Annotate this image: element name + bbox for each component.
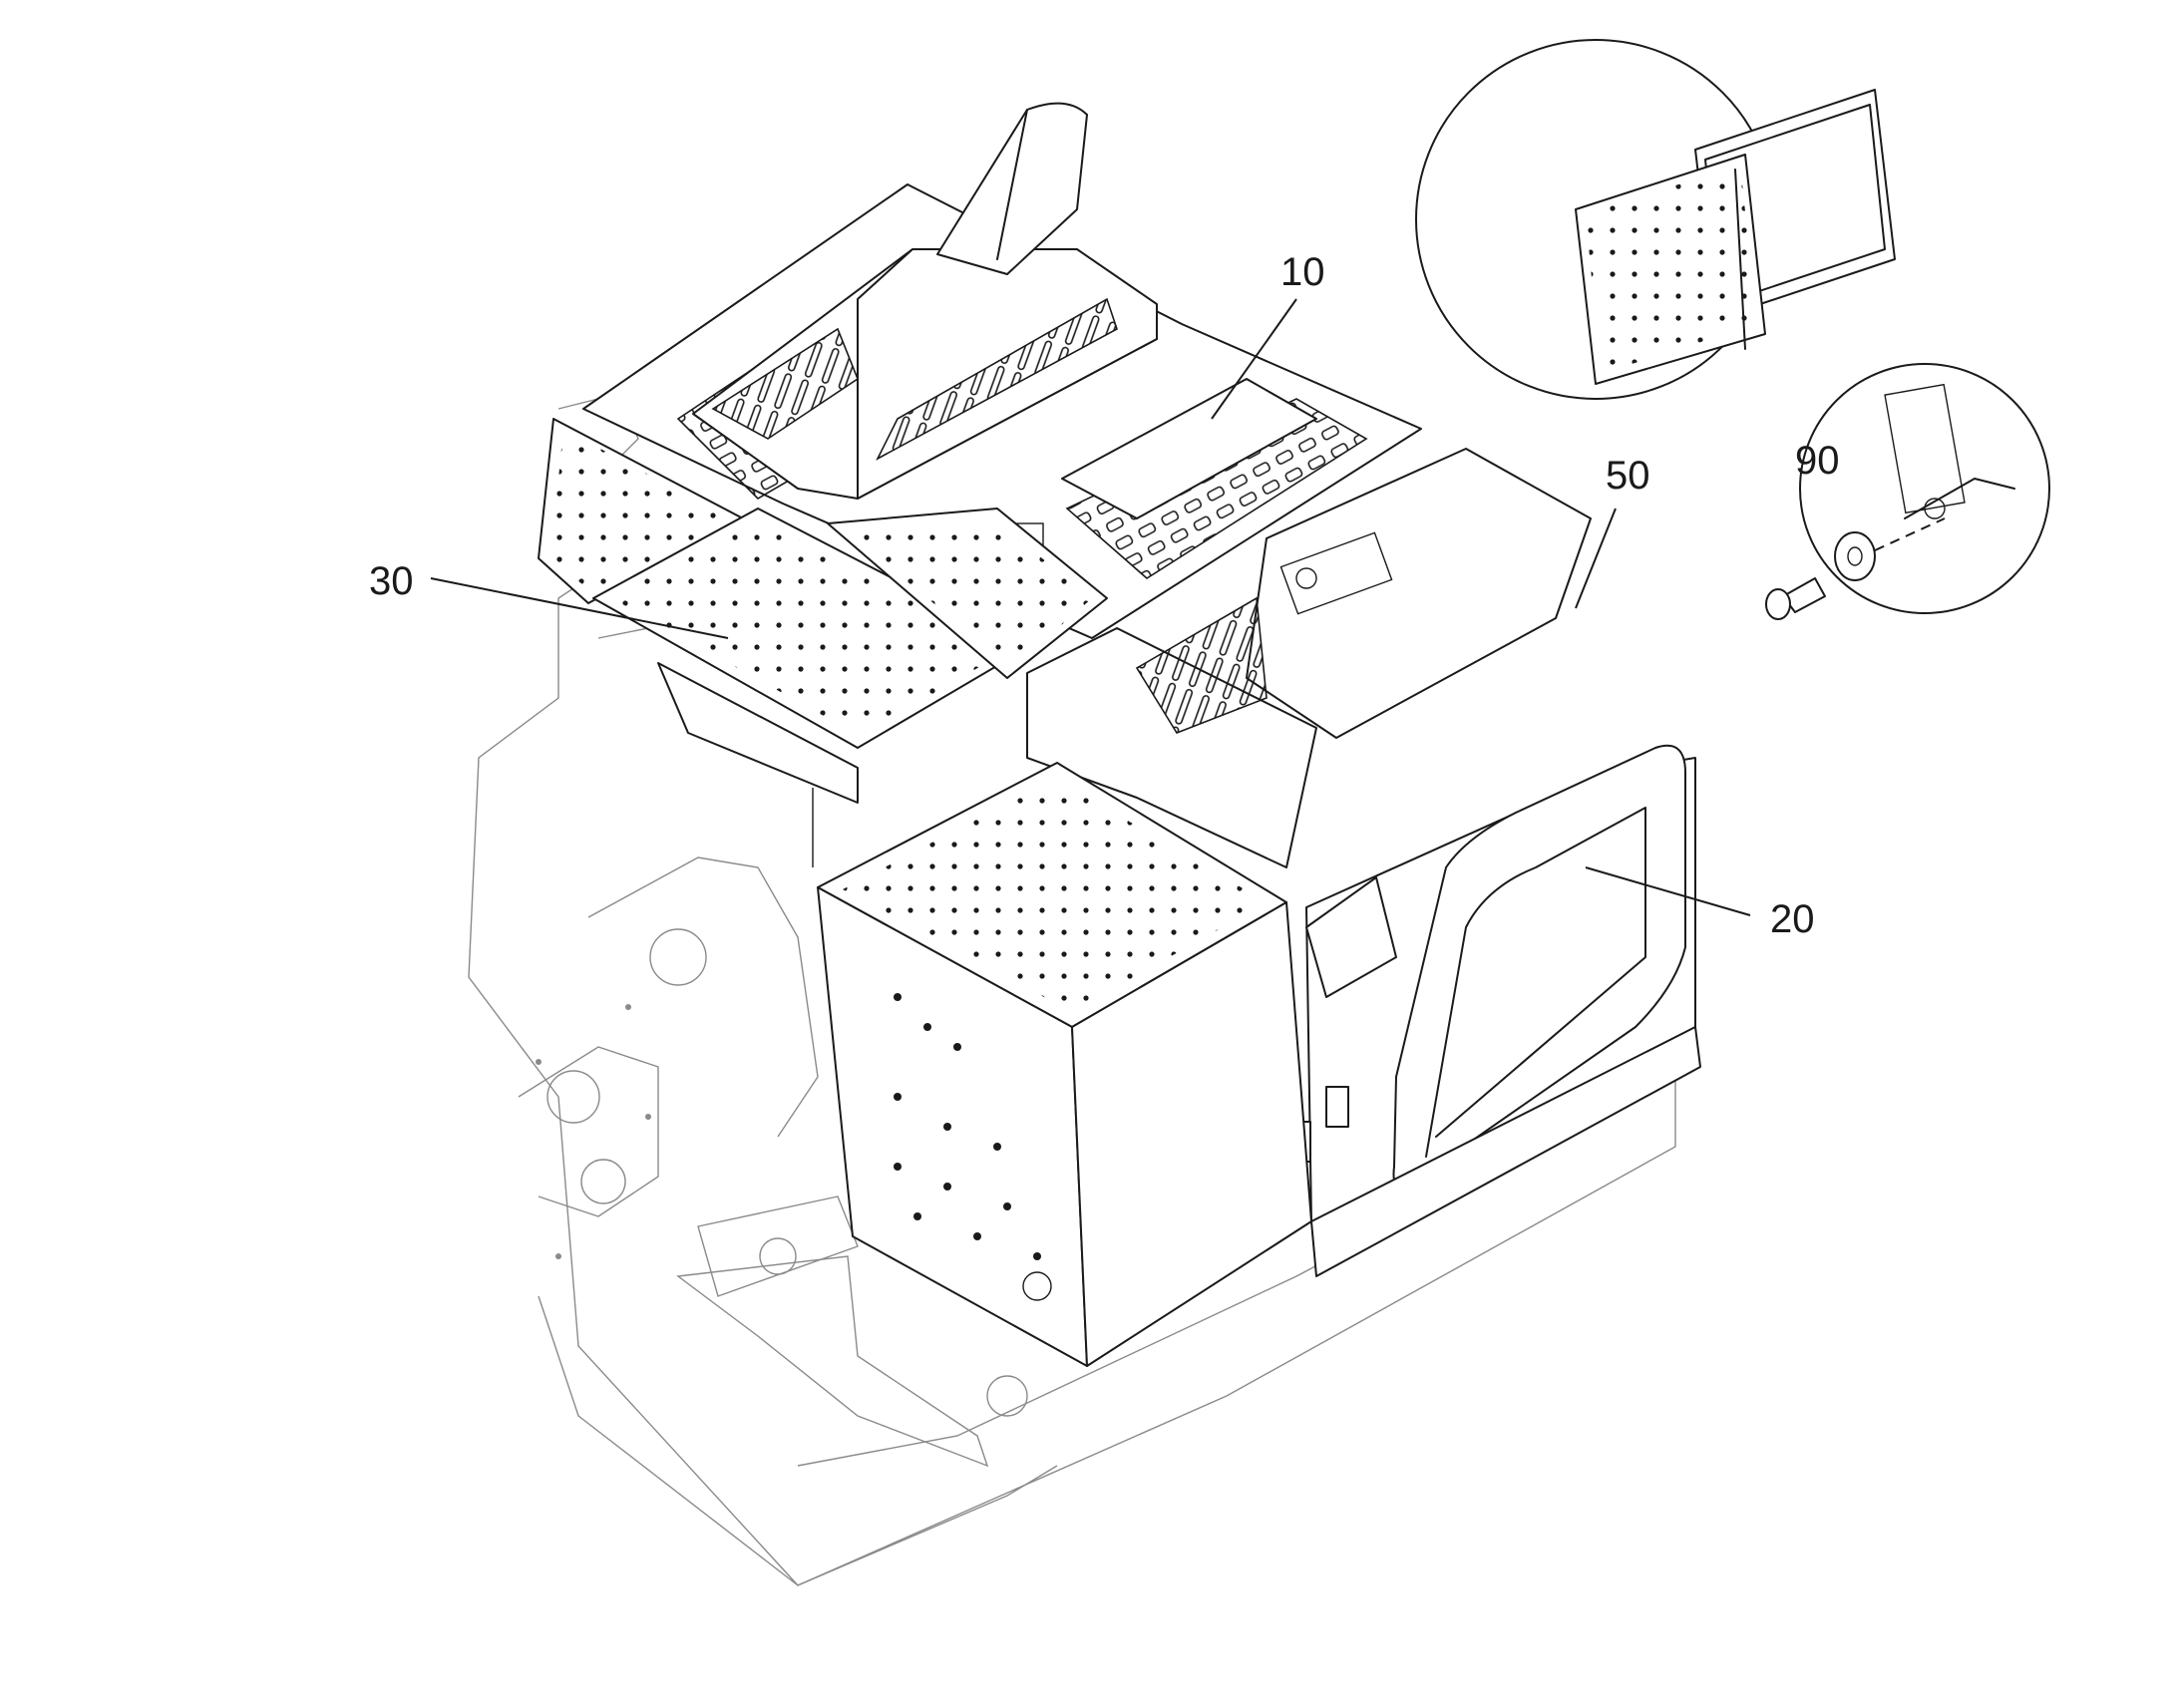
front-box xyxy=(817,762,1312,1367)
side-door-panel xyxy=(1287,744,1701,1277)
bolt-and-washer xyxy=(1765,517,1946,620)
center-housing xyxy=(1026,448,1592,868)
leader-30 xyxy=(430,577,729,639)
leader-10 xyxy=(1211,298,1297,420)
leader-lines xyxy=(430,298,1751,916)
leader-20 xyxy=(1585,866,1751,916)
detail-view-hinge xyxy=(1799,363,2050,614)
leader-50 xyxy=(1575,508,1617,609)
exhaust-hood xyxy=(692,102,1158,500)
callout-30: 30 xyxy=(369,559,414,603)
callout-90: 90 xyxy=(1795,439,1840,483)
callout-50: 50 xyxy=(1606,454,1650,498)
callout-10: 10 xyxy=(1280,250,1325,294)
callout-20: 20 xyxy=(1770,897,1815,941)
left-walkway-plate xyxy=(538,418,1108,867)
detail-view-hatch xyxy=(1415,39,1896,400)
